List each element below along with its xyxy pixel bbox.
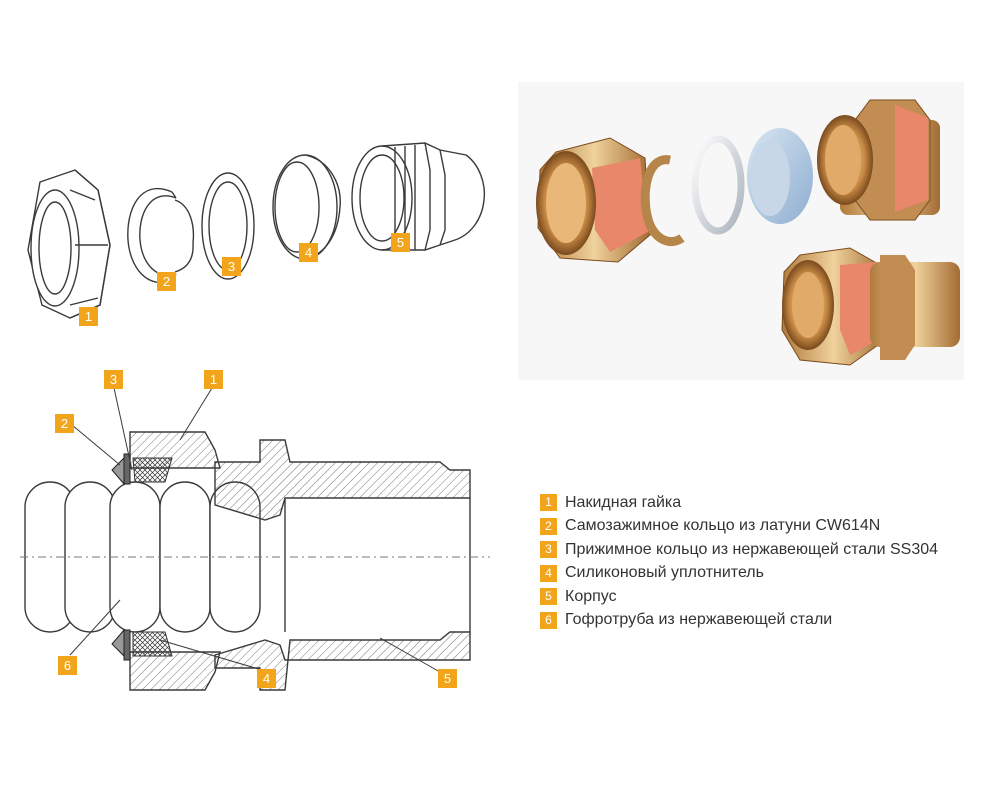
svg-text:4: 4: [305, 245, 312, 260]
section-callout: 5: [438, 669, 457, 688]
exploded-badge: 5: [391, 233, 410, 252]
legend-badge: 1: [540, 494, 557, 512]
svg-text:5: 5: [444, 671, 451, 686]
legend-label: Гофротруба из нержавеющей стали: [565, 611, 833, 629]
legend-label: Накидная гайка: [565, 493, 682, 511]
legend-label: Прижимное кольцо из нержавеющей стали SS…: [565, 540, 939, 558]
svg-text:3: 3: [228, 259, 235, 274]
cross-section-drawing: [20, 387, 490, 691]
section-callouts: 3 1 2 6 4 5: [55, 370, 457, 688]
legend-badge: 5: [540, 588, 557, 606]
legend-item: 4 Силиконовый уплотнитель: [540, 562, 990, 586]
svg-text:1: 1: [85, 309, 92, 324]
rings-section: [111, 453, 131, 661]
section-callout: 1: [204, 370, 223, 389]
parts-legend: 1 Накидная гайка 2 Самозажимное кольцо и…: [540, 491, 990, 632]
legend-badge: 6: [540, 611, 557, 629]
svg-text:2: 2: [163, 274, 170, 289]
exploded-badge: 1: [79, 307, 98, 326]
rendered-split-ring: [640, 155, 689, 246]
legend-label: Корпус: [565, 587, 617, 605]
svg-text:1: 1: [210, 372, 217, 387]
legend-item: 2 Самозажимное кольцо из латуни CW614N: [540, 515, 990, 539]
rendered-assembled-fitting: [781, 247, 960, 366]
section-callout: 4: [257, 669, 276, 688]
section-callout: 2: [55, 414, 74, 433]
section-callout: 6: [58, 656, 77, 675]
part-body-drawing: [351, 142, 486, 251]
legend-badge: 3: [540, 541, 557, 559]
legend-label: Силиконовый уплотнитель: [565, 564, 764, 582]
rendered-steel-ring: [691, 135, 745, 235]
legend-item: 1 Накидная гайка: [540, 491, 990, 515]
exploded-badge: 3: [222, 257, 241, 276]
svg-text:3: 3: [110, 372, 117, 387]
exploded-badge: 4: [299, 243, 318, 262]
legend-badge: 4: [540, 564, 557, 582]
silicone-seal-section: [132, 457, 173, 657]
exploded-badges: 1 2 3 4 5: [79, 233, 410, 326]
exploded-line-drawing: [27, 142, 486, 319]
svg-text:6: 6: [64, 658, 71, 673]
legend-item: 3 Прижимное кольцо из нержавеющей стали …: [540, 538, 990, 562]
svg-text:5: 5: [397, 235, 404, 250]
section-callout: 3: [104, 370, 123, 389]
rendered-union-nut: [536, 137, 651, 263]
part-split-ring-drawing: [127, 188, 195, 284]
legend-item: 5 Корпус: [540, 585, 990, 609]
rendered-body: [817, 99, 940, 221]
rendered-fitting-photo: [518, 82, 964, 380]
part-union-nut-drawing: [27, 169, 111, 319]
legend-label: Самозажимное кольцо из латуни CW614N: [565, 517, 881, 535]
legend-item: 6 Гофротруба из нержавеющей стали: [540, 609, 990, 633]
legend-badge: 2: [540, 517, 557, 535]
callout-leaders: [69, 387, 441, 673]
exploded-badge: 2: [157, 272, 176, 291]
svg-text:2: 2: [61, 416, 68, 431]
rendered-silicone-seal: [747, 128, 813, 224]
svg-text:4: 4: [263, 671, 270, 686]
corrugated-pipe-section: [24, 481, 261, 633]
